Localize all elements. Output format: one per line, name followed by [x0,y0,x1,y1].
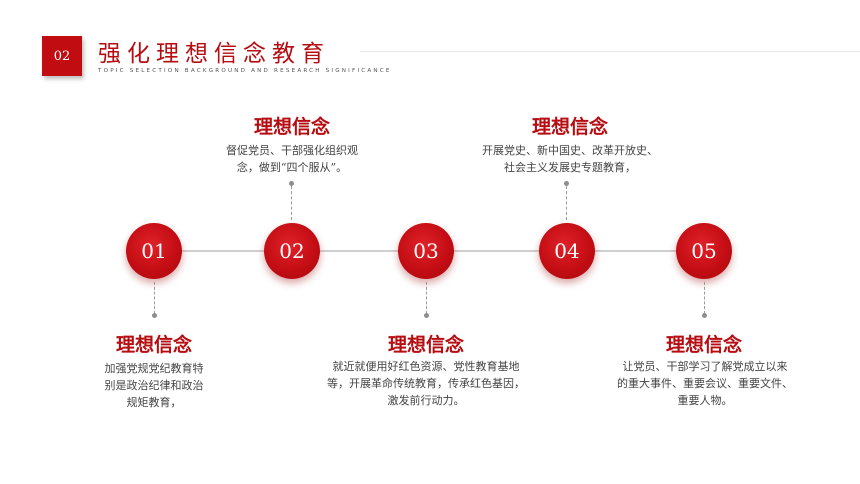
connector-dot-05 [702,313,707,318]
connector-04 [566,186,567,220]
connector-dot-02 [289,181,294,186]
step-01-line-1: 加强党规党纪教育特 [104,362,204,375]
step-description-01: 加强党规党纪教育特 别是政治纪律和政治 规矩教育， [64,360,244,411]
step-circle-01: 01 [126,223,182,279]
step-circle-02: 02 [264,223,320,279]
step-heading-05: 理想信念 [665,334,742,356]
step-05-line-1: 让党员、干部学习了解党成立以来 [622,360,788,373]
step-04-line-1: 开展党史、新中国史、改革开放史、 [482,144,658,157]
page-subtitle: TOPIC SELECTION BACKGROUND AND RESEARCH … [98,68,392,74]
step-description-05: 让党员、干部学习了解党成立以来 的重大事件、重要会议、重要文件、 重要人物。 [594,358,816,409]
step-03-line-3: 激发前行动力。 [387,394,465,407]
header-rule [360,51,860,52]
step-04-line-2: 社会主义发展史专题教育， [504,161,636,174]
step-01-line-3: 规矩教育， [126,396,182,409]
step-circle-04: 04 [539,223,595,279]
step-03-line-2: 等，开展革命传统教育，传承红色基因， [327,377,525,390]
step-description-03: 就近就便用好红色资源、党性教育基地 等，开展革命传统教育，传承红色基因， 激发前… [306,358,546,409]
step-description-04: 开展党史、新中国史、改革开放史、 社会主义发展史专题教育， [455,142,685,176]
page-title: 强化理想信念教育 [98,41,330,67]
step-03-line-1: 就近就便用好红色资源、党性教育基地 [332,360,520,373]
connector-dot-03 [424,313,429,318]
step-circle-03: 03 [398,223,454,279]
step-heading-03: 理想信念 [387,334,464,356]
connector-02 [291,186,292,220]
connector-dot-04 [564,181,569,186]
step-heading-02: 理想信念 [253,116,330,138]
step-heading-01: 理想信念 [115,334,192,356]
section-number-badge: 02 [42,36,82,76]
connector-03 [426,282,427,314]
step-01-line-2: 别是政治纪律和政治 [104,379,204,392]
connector-dot-01 [152,313,157,318]
step-circle-05: 05 [676,223,732,279]
step-02-line-2: 念，做到“四个服从”。 [236,161,348,174]
step-description-02: 督促党员、干部强化组织观 念，做到“四个服从”。 [192,142,392,176]
connector-05 [704,282,705,314]
step-05-line-2: 的重大事件、重要会议、重要文件、 [617,377,793,390]
step-02-line-1: 督促党员、干部强化组织观 [226,144,358,157]
step-05-line-3: 重要人物。 [677,394,733,407]
step-heading-04: 理想信念 [531,116,608,138]
connector-01 [154,282,155,314]
